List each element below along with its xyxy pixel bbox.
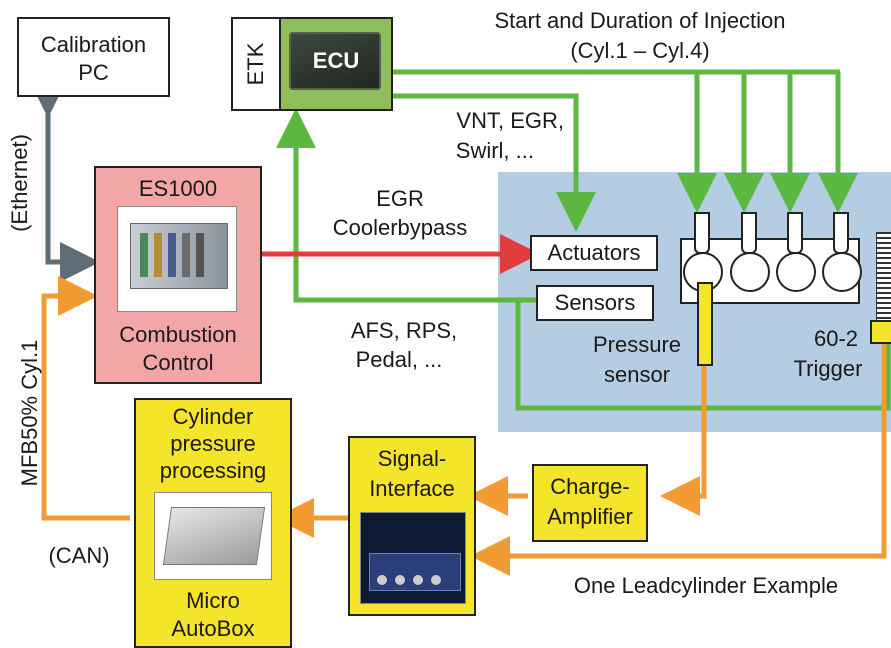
injection-label-line1: Start and Duration of Injection [494,8,786,33]
etk-box [231,17,281,111]
sensors-box [536,285,654,321]
charge-box-line1: Charge- [550,474,630,499]
vnt-label-line1: VNT, EGR, [456,108,564,133]
injector-1 [694,212,710,254]
trigger-sensor [870,320,891,344]
ethernet-wire [28,78,100,282]
ecu-module-icon [289,32,381,90]
es1000-rack-icon [117,206,237,312]
ecu-label: ECU [312,48,360,73]
injector-4 [833,212,849,254]
calibration-pc-box [17,17,170,97]
signal-box-line2: Interface [369,476,455,501]
injector-3 [787,212,803,254]
trigger-label-line2: Trigger [793,356,863,381]
injector-2 [741,212,757,254]
cylinder-2 [730,252,770,292]
actuator-wire [392,93,596,232]
microautobox-icon [154,492,272,580]
sensor-wire [276,108,536,303]
cylinder-box-line1: Cylinder [172,404,254,429]
trigger-label-line1: 60-2 [813,326,859,351]
pressure-label-line1: Pressure [592,332,682,357]
es1000-line1: Combustion [119,322,237,347]
afs-label-line1: AFS, RPS, [350,318,458,343]
sensors-label: Sensors [554,290,636,315]
calibration-pc-line2: PC [78,60,109,85]
mfb-label: MFB50% Cyl.1 [17,339,42,487]
can-wire [41,276,130,521]
egr-label-line1: EGR [376,186,424,211]
pressure-wire [660,362,707,516]
es1000-line2: Control [142,350,214,375]
injection-label-line2: (Cyl.1 – Cyl.4) [570,38,710,63]
actuators-box [530,235,658,271]
pressure-sensor [697,282,713,366]
ethernet-label: (Ethernet) [7,134,32,232]
egr-label-line2: Coolerbypass [332,215,468,240]
cylinder-box-line2: pressure [170,431,256,456]
es1000-title: ES1000 [138,176,218,201]
cylinder-box-line4: Micro [186,588,240,613]
charge-box-line2: Amplifier [547,504,633,529]
pressure-label-line2: sensor [603,362,671,387]
actuators-label: Actuators [547,240,641,265]
can-label: (CAN) [48,543,110,568]
signal-box-line1: Signal- [377,446,447,471]
flywheel-gear-icon [876,232,891,328]
signal-interface-icon [360,512,466,604]
calibration-pc-line1: Calibration [40,32,147,57]
leadcyl-label: One Leadcylinder Example [573,573,839,598]
vnt-label-line2: Swirl, ... [455,138,534,163]
cylinder-box-line5: AutoBox [171,616,255,641]
etk-label: ETK [243,42,268,86]
cylinder-1 [683,252,723,292]
cylinder-box-line3: processing [159,458,267,483]
cylinder-3 [776,252,816,292]
cylinder-4 [822,252,862,292]
trigger-orange-wire [470,340,887,576]
charge-amplifier-box [532,464,648,542]
afs-label-line2: Pedal, ... [355,347,443,372]
